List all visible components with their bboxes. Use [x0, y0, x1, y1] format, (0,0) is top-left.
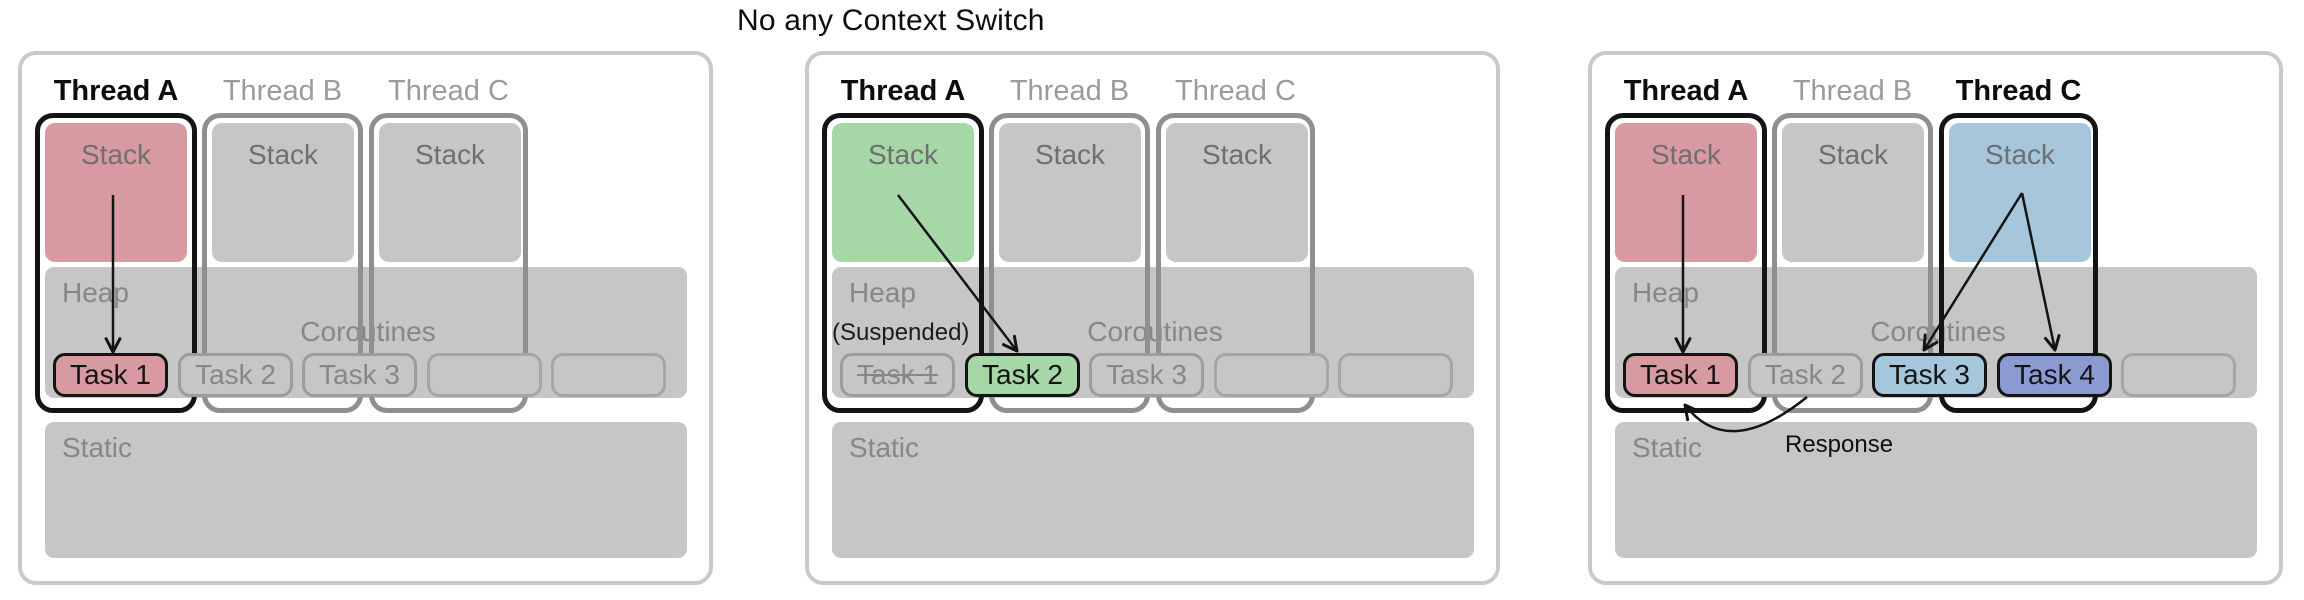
- task-box-1: Task 1: [1623, 353, 1738, 397]
- static-label: Static: [62, 432, 133, 463]
- stack-box-thread-c: Stack: [1166, 123, 1308, 262]
- static-box: Static: [45, 422, 687, 558]
- static-label: Static: [849, 432, 920, 463]
- coroutines-label: Coroutines: [300, 316, 436, 347]
- task-box-empty-1: [427, 353, 542, 397]
- task-box-3: Task 3: [1872, 353, 1987, 397]
- stack-box-thread-c: Stack: [1949, 123, 2091, 262]
- task-box-1: Task 1: [53, 353, 168, 397]
- thread-a-label: Thread A: [53, 75, 179, 107]
- static-box: Static: [832, 422, 1474, 558]
- task-box-empty-2: [551, 353, 666, 397]
- thread-b-label: Thread B: [222, 75, 343, 107]
- task-box-3: Task 3: [302, 353, 417, 397]
- memory-panel-2: Thread A Thread B Thread C Heap Coroutin…: [805, 51, 1500, 585]
- thread-a-label: Thread A: [1623, 75, 1749, 107]
- response-annotation: Response: [1785, 431, 1894, 458]
- task-box-2: Task 2: [1748, 353, 1863, 397]
- task-box-empty-1: [1214, 353, 1329, 397]
- memory-panel-1: Thread A Thread B Thread C Heap Coroutin…: [18, 51, 713, 585]
- task-box-2: Task 2: [178, 353, 293, 397]
- task-box-2: Task 2: [965, 353, 1080, 397]
- static-box: Static: [1615, 422, 2257, 558]
- thread-c-label: Thread C: [1175, 75, 1296, 107]
- stack-box-thread-b: Stack: [999, 123, 1141, 262]
- static-label: Static: [1632, 432, 1703, 463]
- stack-box-thread-a: Stack: [832, 123, 974, 262]
- thread-b-label: Thread B: [1792, 75, 1913, 107]
- thread-c-label: Thread C: [388, 75, 509, 107]
- suspended-annotation: (Suspended): [832, 319, 970, 346]
- stack-box-thread-a: Stack: [45, 123, 187, 262]
- task-box-empty-2: [1338, 353, 1453, 397]
- stack-box-thread-b: Stack: [1782, 123, 1924, 262]
- task-box-3: Task 3: [1089, 353, 1204, 397]
- thread-c-scope-outline: [1156, 113, 1315, 413]
- stack-box-thread-c: Stack: [379, 123, 521, 262]
- heap-label: Heap: [1632, 277, 1699, 308]
- stack-box-thread-b: Stack: [212, 123, 354, 262]
- thread-b-label: Thread B: [1009, 75, 1130, 107]
- task-box-4: Task 4: [1997, 353, 2112, 397]
- task-box-1: Task 1: [840, 353, 955, 397]
- heap-label: Heap: [62, 277, 129, 308]
- memory-panel-3: Thread A Thread B Thread C Heap Coroutin…: [1588, 51, 2283, 585]
- coroutines-label: Coroutines: [1087, 316, 1223, 347]
- thread-c-label: Thread C: [1955, 75, 2082, 107]
- thread-b-scope-outline: [202, 113, 363, 413]
- diagram-title: No any Context Switch: [737, 4, 1045, 37]
- stack-box-thread-a: Stack: [1615, 123, 1757, 262]
- thread-a-label: Thread A: [840, 75, 966, 107]
- thread-c-scope-outline: [369, 113, 528, 413]
- thread-a-scope-outline: [35, 113, 197, 413]
- task-box-empty-1: [2121, 353, 2236, 397]
